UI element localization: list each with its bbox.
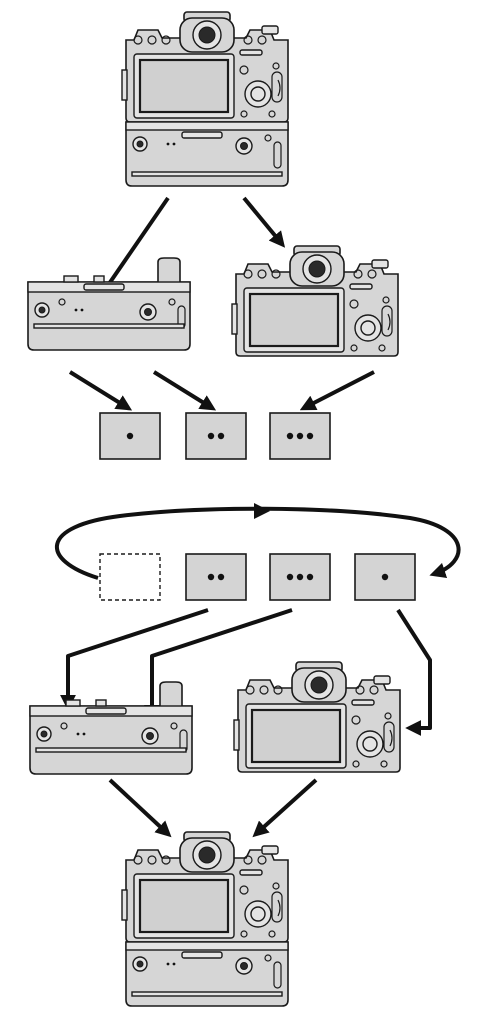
battery-dot [207,573,215,581]
battery-dot [286,432,294,440]
battery-dot [296,432,304,440]
rotation-loop-arrow [55,506,461,580]
arrow-to-camera [242,196,286,248]
battery-dot [286,573,294,581]
battery-dot [296,573,304,581]
arrow-to-grip [99,196,170,298]
battery-grip-reloaded [29,681,193,775]
camera-body-reloaded [232,660,402,774]
battery-dot [207,432,215,440]
battery-row-after [99,553,416,601]
arrow-grip-to-assembled [108,778,172,838]
arrow-battery-2-to-grip [60,608,209,711]
arrow-grip-to-battery-1 [68,370,133,411]
assembled-camera-top [122,12,288,186]
rotation-loop-head [254,503,270,519]
battery-dot [217,573,225,581]
battery-dot [306,573,314,581]
battery-dot [126,432,134,440]
arrow-camera-to-battery-3 [299,370,375,411]
arrow-camera-to-assembled [252,778,318,838]
battery-dot [381,573,389,581]
battery-box-2-dot [185,412,247,460]
battery-slot-empty [99,553,161,601]
arrow-battery-3-to-grip [144,608,293,721]
battery-row-before [99,412,331,460]
arrow-grip-to-battery-2 [152,370,217,411]
battery-dot [306,432,314,440]
assembled-camera-bottom [122,832,288,1006]
battery-box-2-dot [185,553,247,601]
arrow-battery-1-to-camera [396,608,432,736]
battery-dot [217,432,225,440]
camera-body-separated [230,244,400,358]
battery-grip-separated [27,257,191,351]
